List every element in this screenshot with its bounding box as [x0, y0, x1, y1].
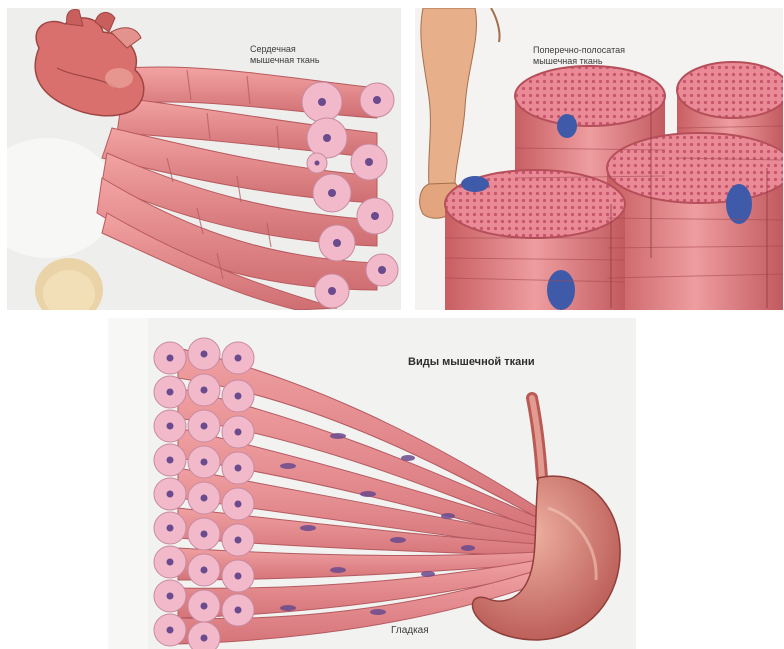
cardiac-muscle-panel: Сердечная мышечная ткань	[7, 8, 401, 310]
smooth-muscle-illustration	[108, 318, 636, 649]
cardiac-label-line2: мышечная ткань	[250, 55, 370, 66]
smooth-cell-faces	[154, 338, 254, 649]
skeletal-label: Поперечно-полосатая мышечная ткань	[533, 45, 673, 67]
cardiac-label: Сердечная мышечная ткань	[250, 44, 370, 66]
smooth-muscle-panel: Виды мышечной ткани Гладкая	[108, 318, 636, 649]
skeletal-label-line2: мышечная ткань	[533, 56, 673, 67]
smooth-panel-title: Виды мышечной ткани	[408, 357, 535, 368]
skeletal-label-line1: Поперечно-полосатая	[533, 45, 673, 56]
skeletal-muscle-panel: Поперечно-полосатая мышечная ткань	[415, 8, 783, 310]
cardiac-label-line1: Сердечная	[250, 44, 370, 55]
smooth-label: Гладкая	[391, 625, 429, 636]
